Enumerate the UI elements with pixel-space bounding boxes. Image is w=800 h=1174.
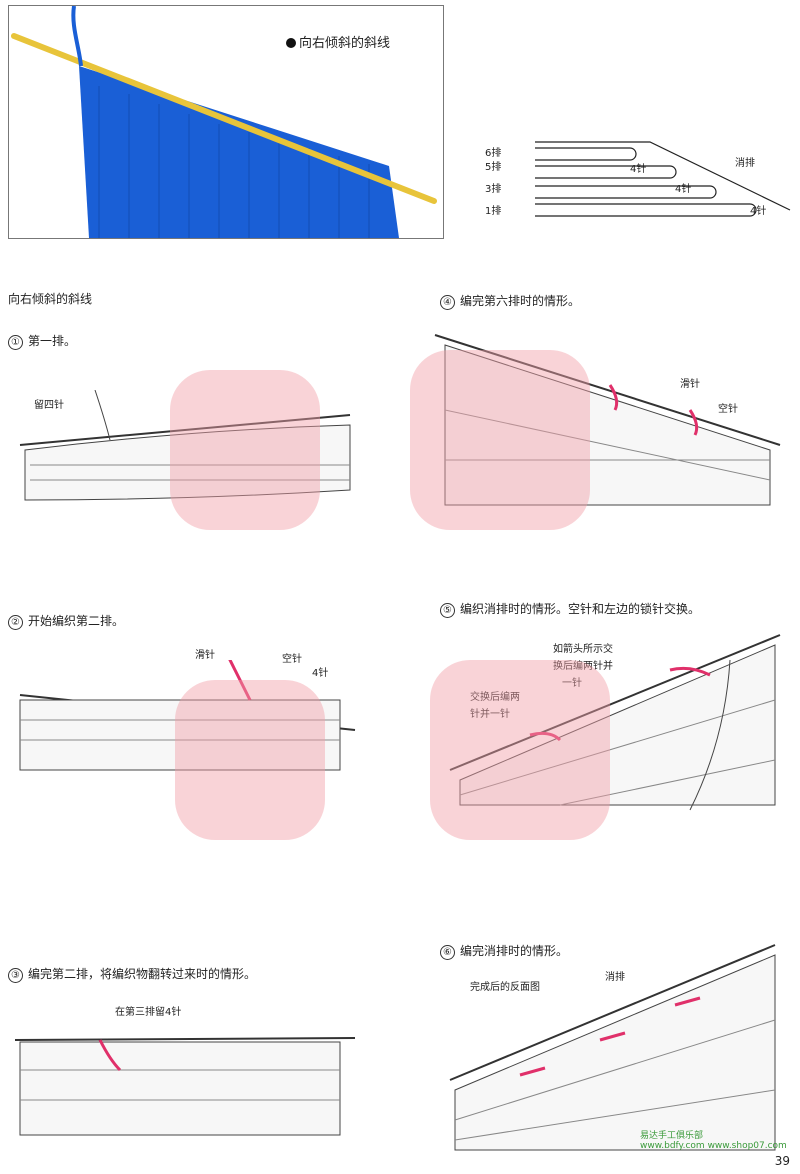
step-5-label-b: 换后编两针并 <box>553 657 613 672</box>
step-2-label-slip: 滑针 <box>195 650 215 661</box>
step-2-label-4: 4针 <box>312 668 329 679</box>
step-5-label-c: 一针 <box>562 674 582 689</box>
stitch-label: 4针 <box>675 182 691 195</box>
step-5-label-e: 针并一针 <box>470 705 510 720</box>
step-6-diagram <box>449 944 776 1151</box>
step-6-label-back: 完成后的反面图 <box>470 982 540 993</box>
photo-title: 向右倾斜的斜线 <box>286 32 390 51</box>
step-3-label: 在第三排留4针 <box>115 1007 182 1018</box>
row-label-3: 3排 <box>485 182 501 195</box>
main-title: 向右倾斜的斜线 <box>8 292 93 306</box>
step-4-label-yo: 空针 <box>718 404 738 415</box>
step-4-label-slip: 滑针 <box>680 379 700 390</box>
row-label-5: 5排 <box>485 160 501 173</box>
step-1-diagram <box>19 390 351 501</box>
step-1-label: 留四针 <box>34 400 64 411</box>
page-number: 39 <box>774 1154 790 1168</box>
photo-panel <box>8 5 444 239</box>
step-5-label-d: 交换后编两 <box>470 688 520 703</box>
row-diagram: 6排 5排 3排 1排 4针 4针 4针 消排 <box>485 141 791 217</box>
step-4-diagram <box>434 334 781 506</box>
step-3-diagram <box>14 1037 356 1136</box>
knitting-photo <box>11 6 437 238</box>
stitch-label: 4针 <box>750 204 766 217</box>
step-6-label-dec: 消排 <box>605 972 625 983</box>
row-label-6: 6排 <box>485 146 501 159</box>
row-label-1: 1排 <box>485 204 501 217</box>
step-2-label-yo: 空针 <box>282 654 302 665</box>
stitch-label: 4针 <box>630 162 646 175</box>
step-2-diagram <box>19 660 356 771</box>
step-5-label-a: 如箭头所示交 <box>553 644 613 655</box>
pink-watermark <box>170 350 610 840</box>
decrease-label: 消排 <box>735 156 755 169</box>
step-5-diagram <box>449 634 781 811</box>
bullet-icon <box>286 38 296 48</box>
